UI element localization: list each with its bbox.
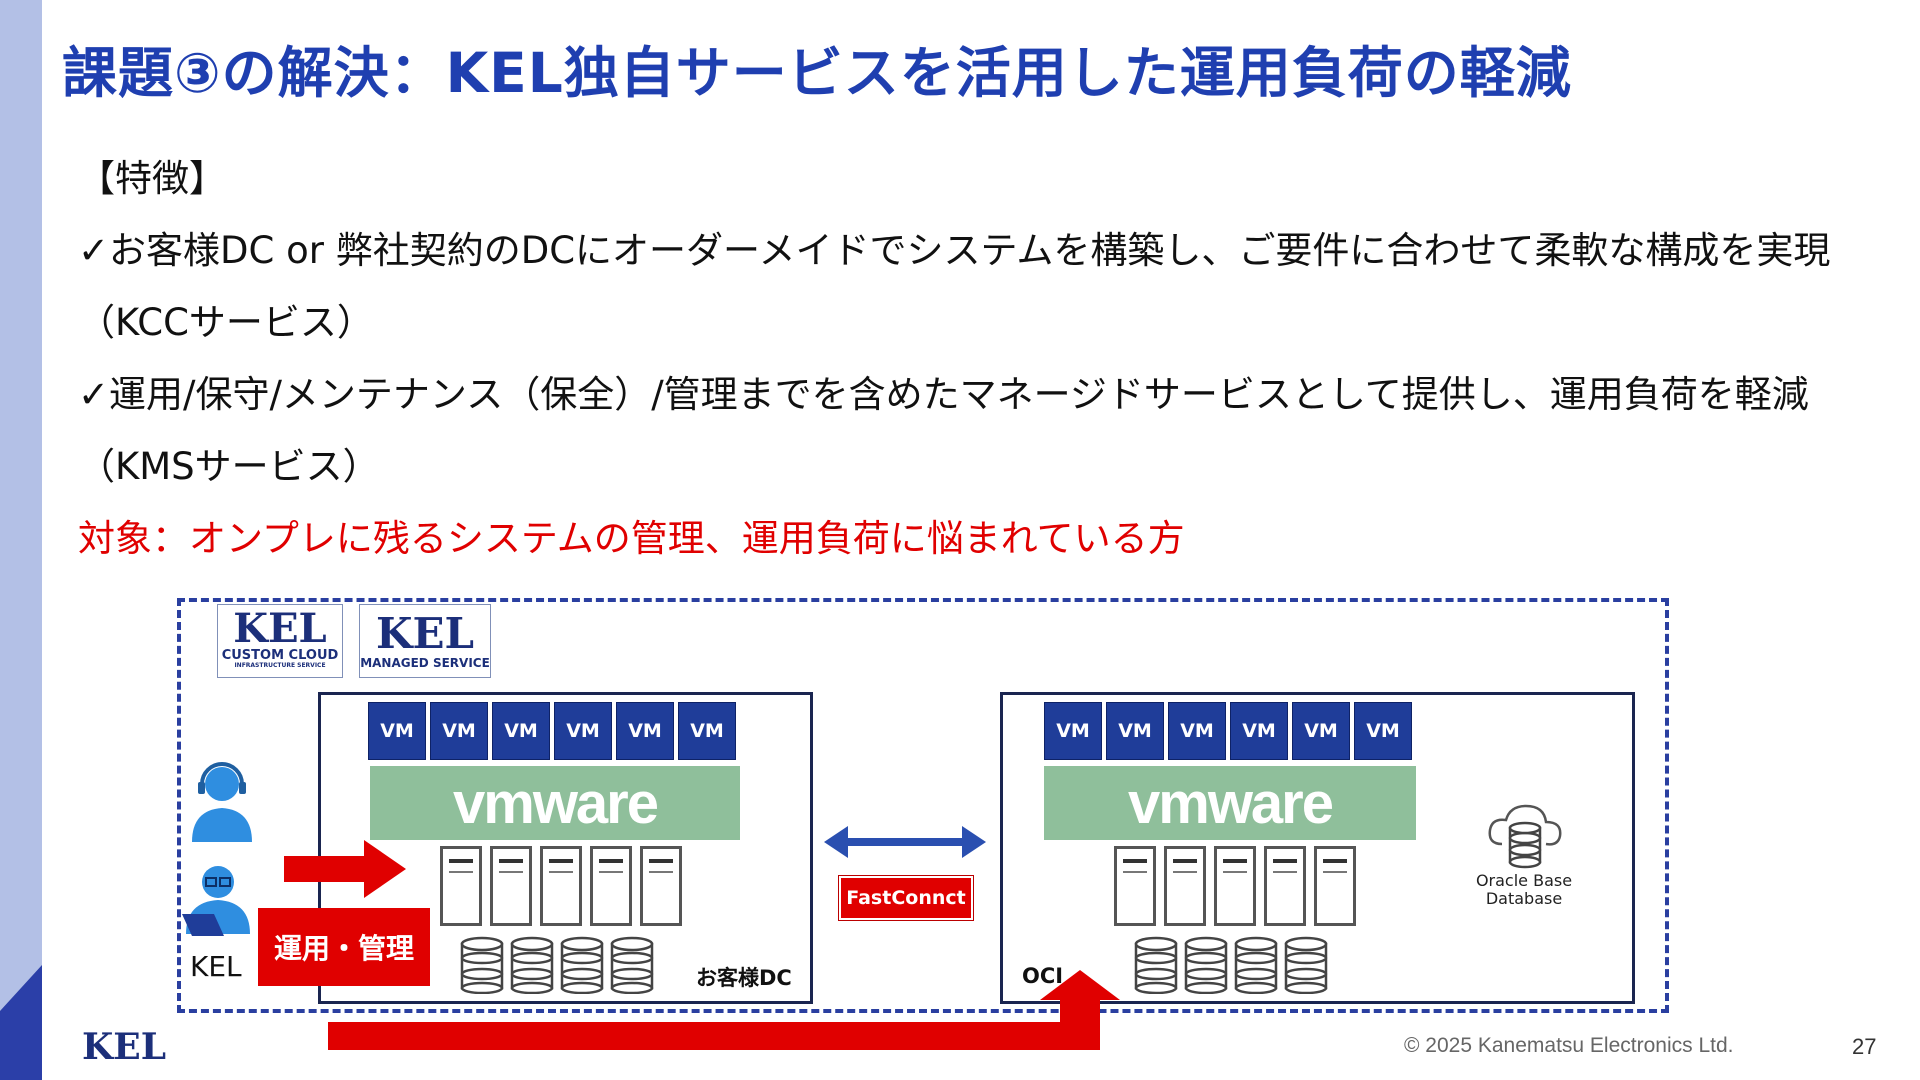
storage-disk-icon [1134,936,1178,994]
storage-disk-icon [610,936,654,994]
left-vm-row: VM VM VM VM VM VM [368,702,736,760]
server-icon [440,846,482,926]
vm-block: VM [1106,702,1164,760]
left-storage-row [460,936,654,994]
server-icon [1114,846,1156,926]
vm-block: VM [1292,702,1350,760]
storage-disk-icon [1234,936,1278,994]
server-icon [640,846,682,926]
engineer-laptop-icon [182,866,250,936]
vm-block: VM [1354,702,1412,760]
feature-line-kms-note: （KMSサービス） [78,445,380,488]
left-server-row [440,846,682,926]
management-arrow-icon [284,840,406,898]
vm-block: VM [1044,702,1102,760]
right-storage-row [1134,936,1328,994]
customer-dc-label: お客様DC [696,966,792,990]
oracle-db-label: Oracle Base Database [1475,871,1573,909]
oracle-cloud-database-icon [1488,804,1562,869]
vm-block: VM [430,702,488,760]
migration-arrow-icon [328,970,1120,1050]
copyright-text: © 2025 Kanematsu Electronics Ltd. [1404,1034,1734,1057]
vm-block: VM [554,702,612,760]
storage-disk-icon [1284,936,1328,994]
feature-line-kms: ✓運用/保守/メンテナンス（保全）/管理までを含めたマネージドサービスとして提供… [78,373,1809,416]
left-accent-bar [0,0,42,1080]
kel-managed-service-logo: KEL MANAGED SERVICE [359,604,491,678]
operations-management-label: 運用・管理 [258,908,430,986]
vm-block: VM [492,702,550,760]
bidirectional-arrow-icon [824,826,986,858]
feature-line-kcc-note: （KCCサービス） [78,301,374,344]
support-operator-icon [192,762,252,842]
features-header: 【特徴】 [78,157,226,200]
vmware-logo-left: vmware [370,766,740,840]
server-icon [540,846,582,926]
operator-label: KEL [190,950,242,983]
slide-title: 課題③の解決：KEL独自サービスを活用した運用負荷の軽減 [62,41,1572,105]
fastconnect-label: FastConnct [838,875,974,921]
vm-block: VM [1168,702,1226,760]
vm-block: VM [616,702,674,760]
server-icon [1314,846,1356,926]
oci-label: OCI [1022,964,1064,988]
footer-kel-logo: KEL [82,1026,167,1068]
vm-block: VM [368,702,426,760]
server-icon [490,846,532,926]
vm-block: VM [1230,702,1288,760]
storage-disk-icon [510,936,554,994]
server-icon [1214,846,1256,926]
right-server-row [1114,846,1356,926]
storage-disk-icon [460,936,504,994]
right-vm-row: VM VM VM VM VM VM [1044,702,1412,760]
vm-block: VM [678,702,736,760]
feature-line-kcc: ✓お客様DC or 弊社契約のDCにオーダーメイドでシステムを構築し、ご要件に合… [78,229,1831,272]
storage-disk-icon [1184,936,1228,994]
kel-custom-cloud-logo: KEL CUSTOM CLOUD INFRASTRUCTURE SERVICE [217,604,343,678]
server-icon [1264,846,1306,926]
target-line: 対象：オンプレに残るシステムの管理、運用負荷に悩まれている方 [78,517,1185,560]
server-icon [1164,846,1206,926]
page-number: 27 [1852,1034,1877,1059]
storage-disk-icon [560,936,604,994]
vmware-logo-right: vmware [1044,766,1416,840]
diagram-frame [177,598,1669,1013]
server-icon [590,846,632,926]
